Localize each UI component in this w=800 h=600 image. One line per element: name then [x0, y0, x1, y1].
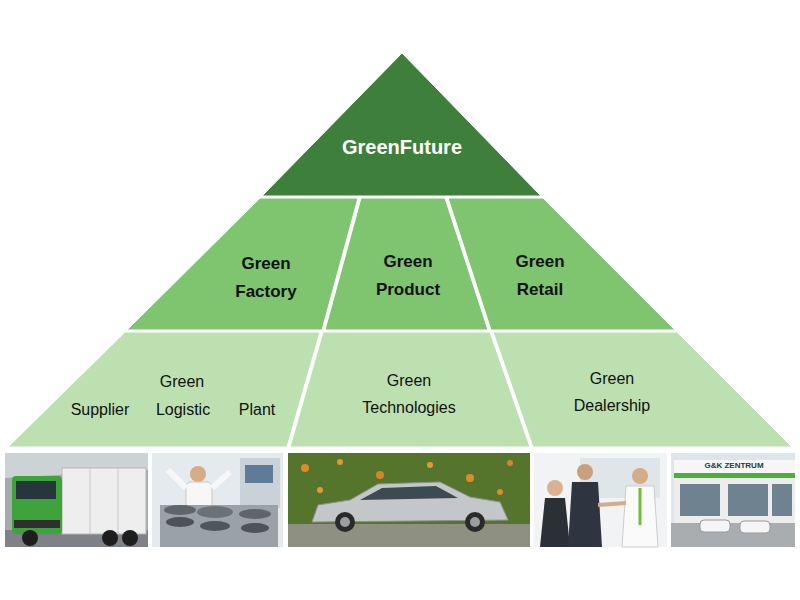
pyramid-apex: GreenFuture: [262, 53, 541, 196]
segment-fill: [448, 198, 675, 330]
segment-fill: [493, 332, 792, 447]
segment-label: GreenFuture: [342, 135, 462, 159]
segment-shape: [262, 53, 541, 196]
segment-fill: [8, 332, 320, 447]
factory-photo: [152, 453, 283, 547]
segment-label: Green Retail: [494, 248, 586, 304]
sign-text: G&K ZENTRUM: [704, 462, 763, 471]
pyramid-base-segment: Green Dealership: [493, 332, 792, 447]
segment-shape: [290, 332, 530, 447]
segment-label: Green Factory: [220, 250, 312, 306]
segment-fill: [262, 53, 541, 196]
segment-label: Green: [160, 372, 204, 391]
car-photo: [288, 453, 530, 547]
segment-label: Green Technologies: [348, 367, 470, 421]
pyramid-base-segment: Green Technologies: [290, 332, 530, 447]
pyramid-middle-segment: Green Factory: [127, 198, 358, 330]
pyramid-base-segment: GreenSupplier Logistic Plant: [8, 332, 320, 447]
segment-label: Green Product: [362, 248, 454, 304]
truck-photo: [5, 453, 148, 547]
segment-label: Plant: [239, 400, 275, 419]
segment-fill: [290, 332, 530, 447]
segment-label: Logistic: [156, 400, 210, 419]
segment-label: Green Dealership: [557, 365, 667, 419]
pyramid-middle-segment: Green Retail: [448, 198, 675, 330]
segment-shape: [493, 332, 792, 447]
dealership-building-photo: [671, 453, 795, 547]
dealership-people-photo: [534, 453, 667, 547]
segment-fill: [127, 198, 358, 330]
segment-label: Supplier: [71, 400, 130, 419]
